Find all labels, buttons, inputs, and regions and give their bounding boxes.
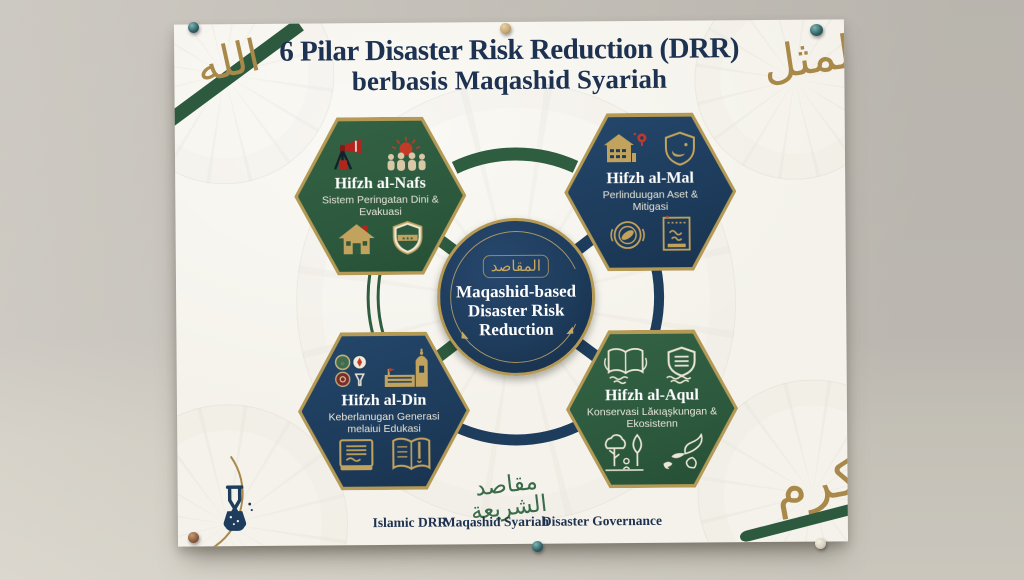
page-title: 6 Pilar Disaster Risk Reduction (DRR) be… [174, 32, 844, 98]
footer-label-maqashid-syariah: Maqashid Syariah [442, 513, 550, 530]
push-pin [532, 541, 543, 552]
push-pin [188, 532, 199, 543]
pillar-subtitle: Konservasi Lăĸıąşkungan & Ekosistenn [586, 405, 718, 431]
pillar-subtitle: Sistem Peringatan Dini & Evakuasi [321, 193, 439, 219]
shield-crescent-icon [662, 130, 698, 166]
svg-text:★★★: ★★★ [402, 236, 414, 242]
center-hub: المقاصد Maqashid-based Disaster Risk Red… [436, 217, 596, 377]
open-book-icon [389, 437, 433, 473]
book-waves-icon [601, 346, 649, 384]
push-pin [815, 538, 826, 549]
leaves-sprout-icon [659, 434, 703, 472]
pillar-title: Hifzh al-Mal [606, 169, 695, 187]
push-pin [810, 24, 823, 36]
pillar-subtitle: Perlinduugan Aset & Mitigasi [602, 188, 698, 214]
pillar-subtitle: Keberlanugan Generasi melaiui Edukasi [328, 410, 440, 436]
center-calligraphy-seal: المقاصد [482, 254, 550, 279]
mosque-icon [383, 348, 435, 388]
ledger-document-icon [659, 215, 693, 253]
asset-coin-icon [607, 217, 647, 253]
pillar-title: Hifzh al-Aqul [604, 386, 699, 404]
center-title: Maqashid-based Disaster Risk Reduction [455, 281, 577, 340]
house-icon [336, 222, 378, 256]
pillar-hifzh-al-mal: Hifzh al-Mal Perlinduugan Aset & Mitigas… [564, 112, 737, 271]
trees-icon [601, 432, 647, 472]
title-line-2: berbasis Maqashid Syariah [351, 64, 668, 97]
infographic-poster: الله المثل كرم 6 Pilar Disaster Risk Red… [173, 19, 849, 547]
shield-waves-icon [661, 345, 701, 383]
house-location-pin-icon [602, 131, 650, 167]
flask-icon [214, 482, 256, 545]
shield-badge-icon: ★★★ [390, 220, 426, 256]
footer-label-islamic-drr: Islamic DRR [372, 514, 448, 531]
title-line-1: 6 Pilar Disaster Risk Reduction (DRR) [279, 32, 740, 68]
pillar-hifzh-al-aqul: Hifzh al-Aqul Konservasi Lăĸıąşkungan & … [565, 329, 738, 488]
closed-book-icon [335, 437, 377, 473]
svg-text:۞: ۞ [341, 359, 345, 366]
pillar-title: Hifzh al-Nafs [334, 174, 426, 193]
footer-label-disaster-governance: Disaster Governance [541, 512, 662, 529]
push-pin [188, 22, 199, 33]
siren-tripod-icon [331, 136, 371, 172]
pillar-title: Hifzh al-Din [341, 391, 427, 409]
badges-compass-icon: ۞ [333, 353, 371, 389]
push-pin [500, 23, 511, 34]
evacuation-sun-people-icon [383, 135, 429, 171]
pillar-hifzh-al-din: ۞ [297, 331, 470, 490]
pillar-hifzh-al-nafs: Hifzh al-Nafs Sistem Peringatan Dini & E… [294, 116, 467, 275]
